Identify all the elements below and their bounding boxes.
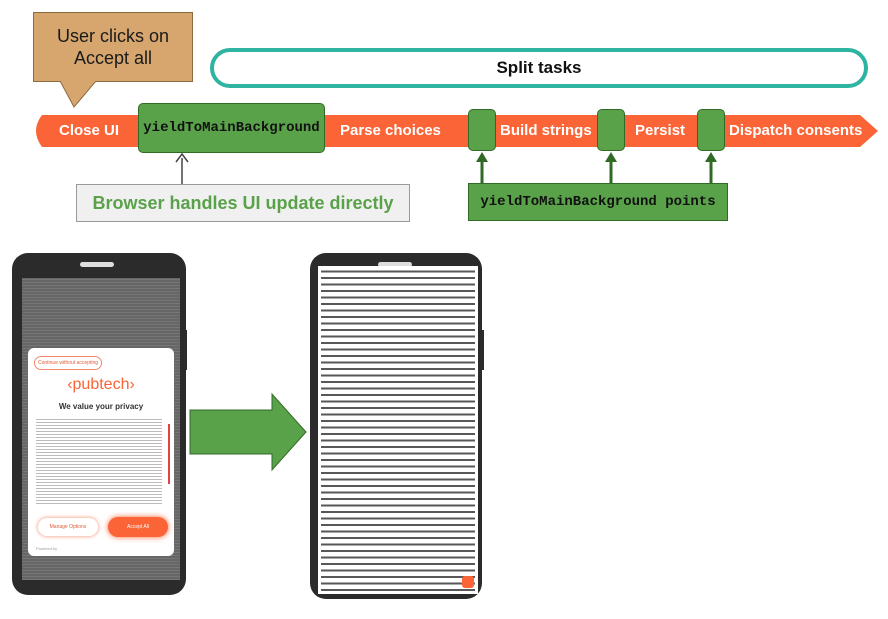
browser-note-box: Browser handles UI update directly bbox=[76, 184, 410, 222]
split-tasks-pill: Split tasks bbox=[210, 48, 868, 88]
phone-right-speaker bbox=[378, 262, 412, 267]
dispatch-consents-label: Dispatch consents bbox=[729, 122, 863, 139]
page-content-text bbox=[321, 268, 475, 594]
parse-choices-label: Parse choices bbox=[340, 122, 441, 139]
continue-without-accepting[interactable]: Continue without accepting bbox=[34, 356, 102, 370]
callout-line-2: Accept all bbox=[73, 48, 153, 68]
user-click-callout: User clicks on Accept all bbox=[33, 12, 193, 82]
split-tasks-label: Split tasks bbox=[496, 58, 582, 77]
close-ui-label: Close UI bbox=[59, 122, 120, 139]
browser-note: Browser handles UI update directly bbox=[92, 192, 394, 213]
consent-scrollbar[interactable] bbox=[168, 424, 170, 484]
yield-points-label: yieldToMainBackground points bbox=[480, 194, 716, 210]
callout-tail bbox=[60, 81, 97, 108]
phone-right-screen bbox=[318, 266, 478, 594]
phone-left-speaker bbox=[80, 262, 114, 267]
brand-logo: ‹pubtech› bbox=[67, 376, 135, 393]
yield-label: yieldToMainBackground bbox=[143, 120, 320, 136]
phone-left-side-button bbox=[183, 330, 187, 370]
yield-points-box: yieldToMainBackground points bbox=[468, 183, 728, 221]
consent-reopen-icon[interactable] bbox=[462, 576, 474, 588]
yield-point-1 bbox=[468, 109, 496, 151]
phone-right-side-button bbox=[480, 330, 484, 370]
yield-point-2 bbox=[597, 109, 625, 151]
powered-by: Powered by bbox=[36, 546, 58, 551]
yield-point-3 bbox=[697, 109, 725, 151]
build-strings-label: Build strings bbox=[500, 122, 592, 139]
consent-modal: Continue without accepting ‹pubtech› We … bbox=[28, 348, 174, 556]
callout-line-1: User clicks on bbox=[56, 25, 170, 46]
consent-body-text bbox=[36, 418, 162, 506]
privacy-heading: We value your privacy bbox=[58, 402, 144, 411]
persist-label: Persist bbox=[635, 122, 686, 139]
accept-all-button[interactable]: Accept All bbox=[108, 517, 168, 537]
yield-block bbox=[138, 103, 325, 153]
manage-options-button[interactable]: Manage Options bbox=[38, 518, 98, 536]
phone-left-screen: Continue without accepting ‹pubtech› We … bbox=[22, 278, 180, 580]
transition-arrow bbox=[189, 392, 307, 472]
connector-arrows bbox=[175, 152, 717, 184]
